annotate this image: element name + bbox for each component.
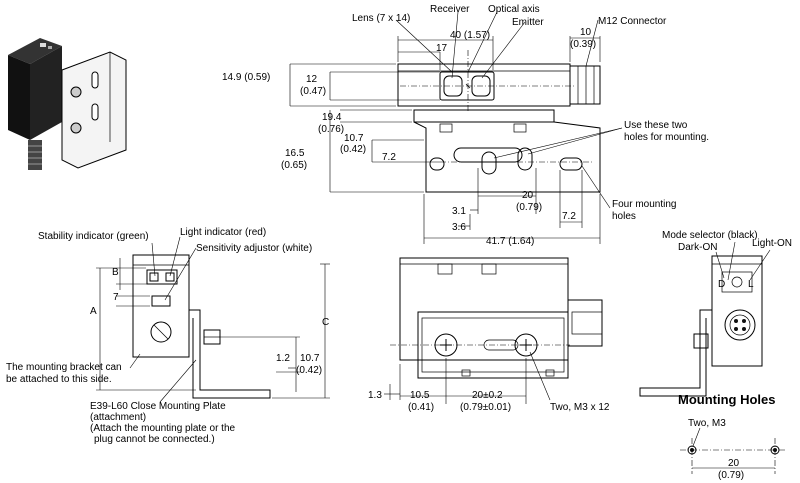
stability-indicator-label: Stability indicator (green)	[38, 231, 149, 242]
plate-note-2: (attachment)	[90, 412, 146, 423]
bracket-note-2: be attached to this side.	[6, 374, 112, 385]
m12-connector-label: M12 Connector	[598, 16, 667, 27]
emitter-label: Emitter	[512, 17, 544, 28]
receiver-label: Receiver	[430, 4, 470, 15]
mounting-holes-dim-in: (0.79)	[718, 470, 744, 481]
dim-19-4-in: (0.76)	[318, 124, 344, 135]
plate-note-4: plug cannot be connected.)	[94, 434, 215, 445]
dim-16-5: 16.5	[285, 148, 305, 159]
dim-10-in: (0.39)	[570, 39, 596, 50]
optical-axis-label: Optical axis	[488, 4, 540, 15]
dim-10-7-side-in: (0.42)	[296, 365, 322, 376]
dim-10-7-top-in: (0.42)	[340, 144, 366, 155]
sensor-photo	[8, 38, 127, 170]
light-indicator-label: Light indicator (red)	[180, 227, 266, 238]
dim-c: C	[322, 317, 329, 328]
screws-label: Two, M3 x 12	[550, 402, 610, 413]
dim-40: 40 (1.57)	[450, 30, 490, 41]
dim-7-2-left: 7.2	[382, 152, 396, 163]
sensitivity-adjustor-label: Sensitivity adjustor (white)	[196, 243, 312, 254]
dim-41-7: 41.7 (1.64)	[486, 236, 534, 247]
mounting-holes-m3: Two, M3	[688, 418, 726, 429]
mounting-holes-view	[680, 427, 787, 474]
dim-12-in: (0.47)	[300, 86, 326, 97]
top-view	[289, 11, 623, 244]
dim-1-2: 1.2	[276, 353, 290, 364]
dim-20-tol: 20±0.2	[472, 390, 503, 401]
dim-19-4: 19.4	[322, 112, 342, 123]
mounting-holes-title: Mounting Holes	[678, 392, 776, 407]
dim-12: 12	[306, 74, 318, 85]
dim-10-5-in: (0.41)	[408, 402, 434, 413]
mode-l-mark: L	[748, 279, 754, 290]
dim-3-1: 3.1	[452, 206, 466, 217]
labels: Lens (7 x 14) Receiver Optical axis Emit…	[6, 4, 792, 481]
bracket-note-1: The mounting bracket can	[6, 362, 122, 373]
four-holes-note-1: Four mounting	[612, 199, 676, 210]
lens-label: Lens (7 x 14)	[352, 13, 410, 24]
dim-1-3: 1.3	[368, 390, 382, 401]
dim-7: 7	[113, 292, 119, 303]
four-holes-note-2: holes	[612, 211, 636, 222]
use-holes-note-1: Use these two	[624, 120, 688, 131]
dim-20-top-in: (0.79)	[516, 202, 542, 213]
dim-20-tol-in: (0.79±0.01)	[460, 402, 511, 413]
dim-16-5-in: (0.65)	[281, 160, 307, 171]
plate-note-1: E39-L60 Close Mounting Plate	[90, 401, 226, 412]
dim-b: B	[112, 267, 119, 278]
dim-10-7-top: 10.7	[344, 133, 364, 144]
use-holes-note-2: holes for mounting.	[624, 132, 709, 143]
dim-17: 17	[436, 43, 448, 54]
dim-10-7-side: 10.7	[300, 353, 320, 364]
mode-d-mark: D	[718, 279, 725, 290]
dim-10: 10	[580, 27, 592, 38]
front-view	[96, 236, 330, 403]
dim-20-top: 20	[522, 190, 534, 201]
mode-selector-label: Mode selector (black)	[662, 230, 758, 241]
side-view	[639, 241, 771, 397]
dim-14-9: 14.9 (0.59)	[222, 72, 270, 83]
dim-7-2-right: 7.2	[562, 211, 576, 222]
light-on-label: Light-ON	[752, 238, 792, 249]
dim-3-6: 3.6	[452, 222, 466, 233]
bottom-view	[384, 257, 603, 404]
dark-on-label: Dark-ON	[678, 242, 717, 253]
mounting-holes-dim: 20	[728, 458, 740, 469]
dim-a: A	[90, 306, 97, 317]
dim-10-5: 10.5	[410, 390, 430, 401]
plate-note-3: (Attach the mounting plate or the	[90, 423, 236, 434]
